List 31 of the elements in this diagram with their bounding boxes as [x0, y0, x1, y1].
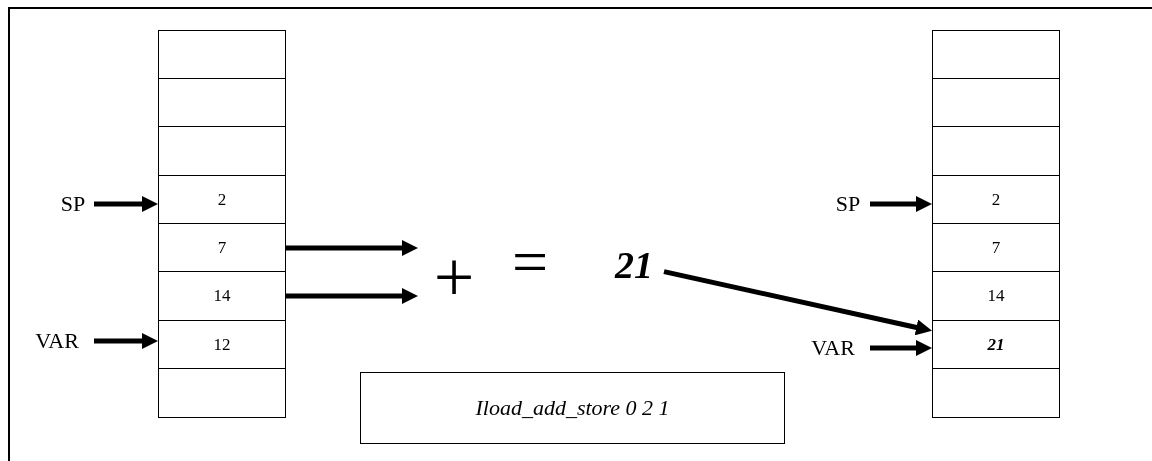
arrow — [286, 240, 418, 256]
stack-cell: 7 — [932, 223, 1060, 273]
stack-cell: 14 — [932, 271, 1060, 321]
stack-cell: 2 — [158, 175, 286, 225]
stack-cell — [158, 30, 286, 80]
stack-cell: 12 — [158, 320, 286, 370]
plus-sign: + — [418, 240, 490, 314]
arrow — [870, 340, 932, 356]
pointer-label: SP — [52, 190, 94, 218]
stack-cell: 21 — [932, 320, 1060, 370]
arrow — [94, 333, 158, 349]
arrow — [94, 196, 158, 212]
stack-cell — [158, 368, 286, 418]
result-value: 21 — [604, 240, 664, 290]
pointer-label: SP — [826, 190, 870, 218]
arrow — [286, 288, 418, 304]
stack-cell: 2 — [932, 175, 1060, 225]
stack-cell: 14 — [158, 271, 286, 321]
stack-cell: 7 — [158, 223, 286, 273]
arrow — [870, 196, 932, 212]
pointer-label: VAR — [20, 327, 94, 355]
stack-cell — [158, 78, 286, 128]
instruction-box: Iload_add_store 0 2 1 — [360, 372, 785, 444]
stack-cell — [932, 368, 1060, 418]
stack-cell — [932, 126, 1060, 176]
stack-cell — [932, 30, 1060, 80]
arrow — [663, 269, 932, 336]
stack-cell — [932, 78, 1060, 128]
stack-cell — [158, 126, 286, 176]
pointer-label: VAR — [796, 334, 870, 362]
equals-sign: = — [510, 232, 550, 292]
